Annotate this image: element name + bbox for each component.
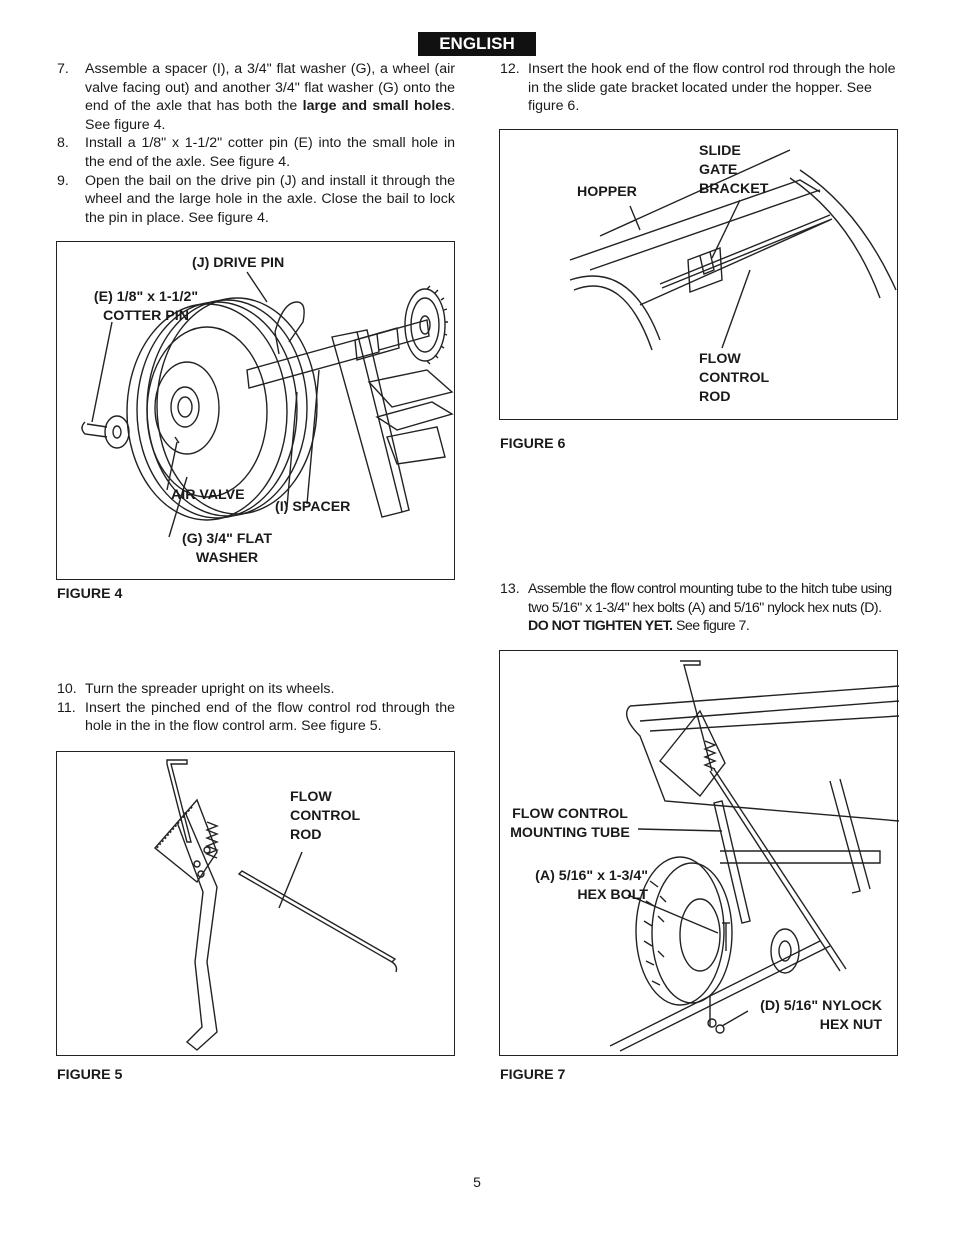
step-text-part: . See figure 4. [85, 98, 455, 133]
step-9: 9. Open the bail on the drive pin (J) an… [57, 172, 455, 228]
figure-5-caption: FIGURE 5 [57, 1067, 123, 1083]
hex-bolt-label: (A) 5/16" x 1-3/4" HEX BOLT [522, 867, 648, 905]
steps-10-11: 10. Turn the spreader upright on its whe… [57, 680, 455, 736]
language-tab: ENGLISH [418, 32, 536, 56]
step-text: Insert the pinched end of the flow contr… [85, 699, 455, 735]
cotter-pin-label: (E) 1/8" x 1-1/2" COTTER PIN [71, 288, 221, 326]
steps-7-9: 7. Assemble a spacer (I), a 3/4" flat wa… [57, 60, 455, 227]
step-number: 13. [500, 581, 520, 597]
rod-label-line-3: ROD [290, 827, 322, 843]
slide-gate-bracket-label: SLIDE GATE BRACKET [699, 142, 768, 199]
steps-13: 13. Assemble the flow control mounting t… [500, 580, 900, 636]
figure-6-caption: FIGURE 6 [500, 436, 566, 452]
step-11: 11. Insert the pinched end of the flow c… [57, 699, 455, 736]
nylock-nut-label: (D) 5/16" NYLOCK HEX NUT [746, 997, 882, 1035]
mounting-tube-label: FLOW CONTROL MOUNTING TUBE [502, 805, 638, 843]
step-8: 8. Install a 1/8" x 1-1/2" cotter pin (E… [57, 134, 455, 171]
hopper-label: HOPPER [577, 184, 637, 200]
flow-control-rod-label: FLOW CONTROL ROD [290, 788, 360, 845]
figure-5-illustration [153, 759, 398, 1051]
page-number: 5 [473, 1174, 481, 1190]
bolt-label-line-2: HEX BOLT [577, 887, 648, 903]
cotter-pin-label-line-1: (E) 1/8" x 1-1/2" [93, 289, 199, 305]
figure-7-box: FLOW CONTROL MOUNTING TUBE (A) 5/16" x 1… [499, 650, 899, 1056]
tube-label-line-1: FLOW CONTROL [512, 806, 628, 822]
nut-label-line-1: (D) 5/16" NYLOCK [760, 998, 882, 1014]
flat-washer-label: (G) 3/4" FLAT WASHER [171, 530, 283, 568]
rod-label-line-2: CONTROL [699, 370, 770, 386]
step-number: 9. [57, 172, 69, 189]
figure-4-box: (J) DRIVE PIN (E) 1/8" x 1-1/2" COTTER P… [56, 241, 455, 580]
rod-label-line-3: ROD [699, 389, 731, 405]
bracket-label-line-1: SLIDE [699, 143, 741, 159]
rod-label-line-1: FLOW [290, 789, 332, 805]
step-text: Assemble a spacer (I), a 3/4" flat washe… [85, 60, 455, 134]
step-number: 8. [57, 135, 69, 152]
rod-label-line-2: CONTROL [290, 808, 361, 824]
drive-pin-label: (J) DRIVE PIN [192, 255, 285, 271]
bracket-label-line-2: GATE [699, 162, 738, 178]
spacer-label: (I) SPACER [275, 499, 351, 515]
figure-7-caption: FIGURE 7 [500, 1067, 566, 1083]
step-12: 12. Insert the hook end of the flow cont… [500, 60, 900, 116]
step-text-part: Assemble a spacer (I), a 3/4" flat washe… [85, 61, 455, 115]
figure-4-illustration [81, 271, 454, 538]
nut-label-line-2: HEX NUT [819, 1017, 882, 1033]
steps-12: 12. Insert the hook end of the flow cont… [500, 60, 900, 116]
step-text-bold: large and small holes [302, 98, 452, 115]
step-text-bold: DO NOT TIGHTEN YET. [528, 618, 673, 635]
step-text: Assemble the flow control mounting tube … [528, 580, 900, 636]
figure-7-illustration [609, 660, 899, 1052]
cotter-pin-label-line-2: COTTER PIN [103, 308, 189, 324]
step-text-part: Assemble the flow control mounting tube … [528, 581, 892, 616]
rod-label-line-1: FLOW [699, 351, 741, 367]
figure-6-box: HOPPER SLIDE GATE BRACKET FLOW CONTROL R… [499, 129, 898, 420]
air-valve-label: AIR VALVE [171, 487, 245, 503]
step-text: Turn the spreader upright on its wheels. [85, 681, 335, 697]
tube-label-line-2: MOUNTING TUBE [510, 825, 630, 841]
step-7: 7. Assemble a spacer (I), a 3/4" flat wa… [57, 60, 455, 134]
bolt-label-line-1: (A) 5/16" x 1-3/4" [535, 868, 648, 884]
figure-6-illustration [569, 149, 897, 351]
step-number: 12. [500, 61, 520, 77]
flat-washer-label-line-2: WASHER [195, 550, 259, 566]
step-text: Open the bail on the drive pin (J) and i… [85, 172, 455, 226]
figure-4-caption: FIGURE 4 [57, 586, 123, 602]
step-10: 10. Turn the spreader upright on its whe… [57, 680, 455, 699]
step-13: 13. Assemble the flow control mounting t… [500, 580, 900, 636]
step-number: 10. [57, 681, 77, 697]
bracket-label-line-3: BRACKET [699, 181, 769, 197]
step-text: Insert the hook end of the flow control … [528, 61, 896, 115]
figure-5-box: FLOW CONTROL ROD [56, 751, 455, 1056]
flat-washer-label-line-1: (G) 3/4" FLAT [181, 531, 272, 547]
flow-control-rod-label: FLOW CONTROL ROD [699, 350, 769, 407]
step-text: Install a 1/8" x 1-1/2" cotter pin (E) i… [85, 135, 455, 170]
step-number: 11. [57, 699, 76, 716]
step-text-part: See figure 7. [672, 618, 750, 635]
step-number: 7. [57, 61, 69, 77]
